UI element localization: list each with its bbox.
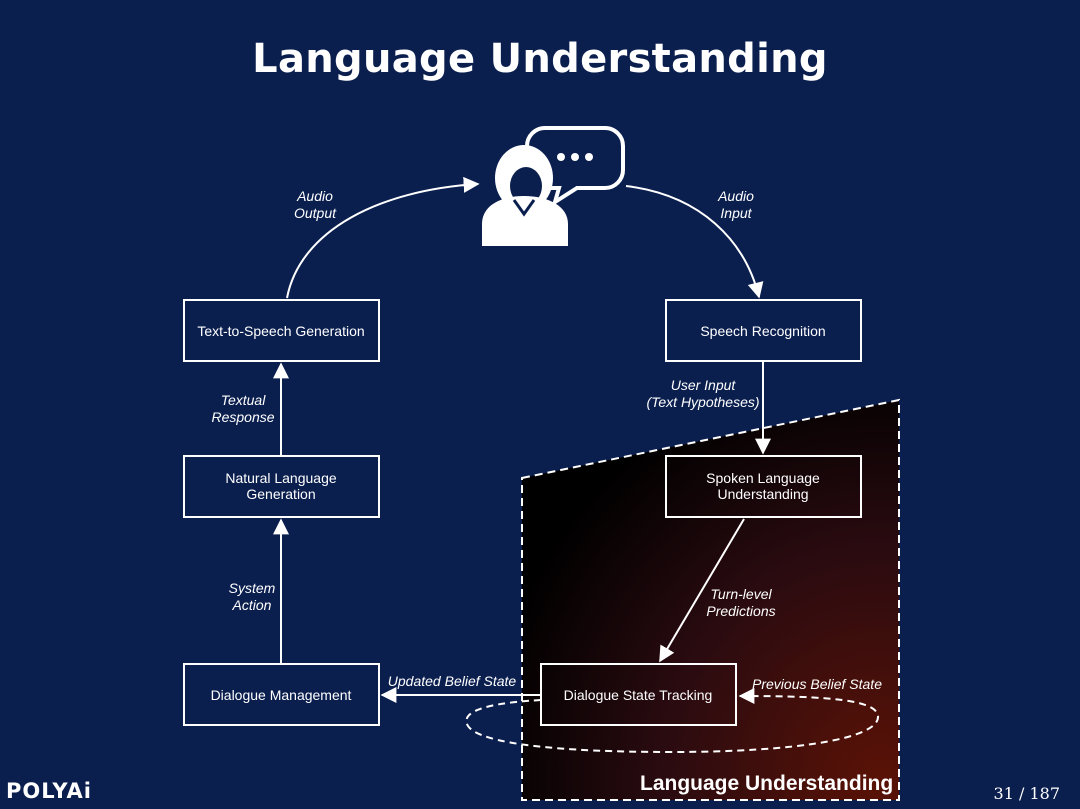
slu-label-0: Spoken Language [706,470,820,486]
user-input-label-0: User Input [671,377,737,393]
dst-label-0: Dialogue State Tracking [564,687,713,703]
asr-label-0: Speech Recognition [700,323,825,339]
audio-output-label-0: Audio [296,188,333,204]
audio-output-label-1: Output [294,205,337,221]
system-action-label-1: Action [232,597,272,613]
dst-box: Dialogue State Tracking [540,663,737,726]
nlg-label-0: Natural Language [225,470,337,486]
slu-label-1: Understanding [717,486,808,502]
slu-box: Spoken Language Understanding [665,455,862,518]
language-understanding-label: Language Understanding [640,772,893,795]
arrow-tts-to-user [286,176,480,299]
language-understanding-region [521,398,900,801]
audio-input-label-0: Audio [717,188,754,204]
system-action-label-0: System [229,580,276,596]
asr-box: Speech Recognition [665,299,862,362]
user-speech-bubble-icon [482,126,625,246]
polyai-logo: POLYAi [6,779,93,803]
turn-level-label-0: Turn-level [710,586,772,602]
nlg-box: Natural Language Generation [183,455,380,518]
page-number: 31 / 187 [993,784,1060,803]
audio-input-label-1: Input [720,205,752,221]
tts-box: Text-to-Speech Generation [183,299,380,362]
textual-response-label-1: Response [211,409,274,425]
arrow-user-to-asr [625,185,764,299]
tts-label-0: Text-to-Speech Generation [197,323,364,339]
dm-label-0: Dialogue Management [211,687,352,703]
updated-belief-label: Updated Belief State [388,673,517,689]
nlg-label-1: Generation [246,486,315,502]
belief-state-loop [465,688,880,754]
turn-level-label-1: Predictions [706,603,775,619]
previous-belief-label: Previous Belief State [752,676,882,692]
textual-response-label-0: Textual [221,392,267,408]
arrow-slu-to-dst [659,518,745,663]
slide-title: Language Understanding [252,36,828,82]
user-input-label-1: (Text Hypotheses) [646,394,759,410]
dm-box: Dialogue Management [183,663,380,726]
